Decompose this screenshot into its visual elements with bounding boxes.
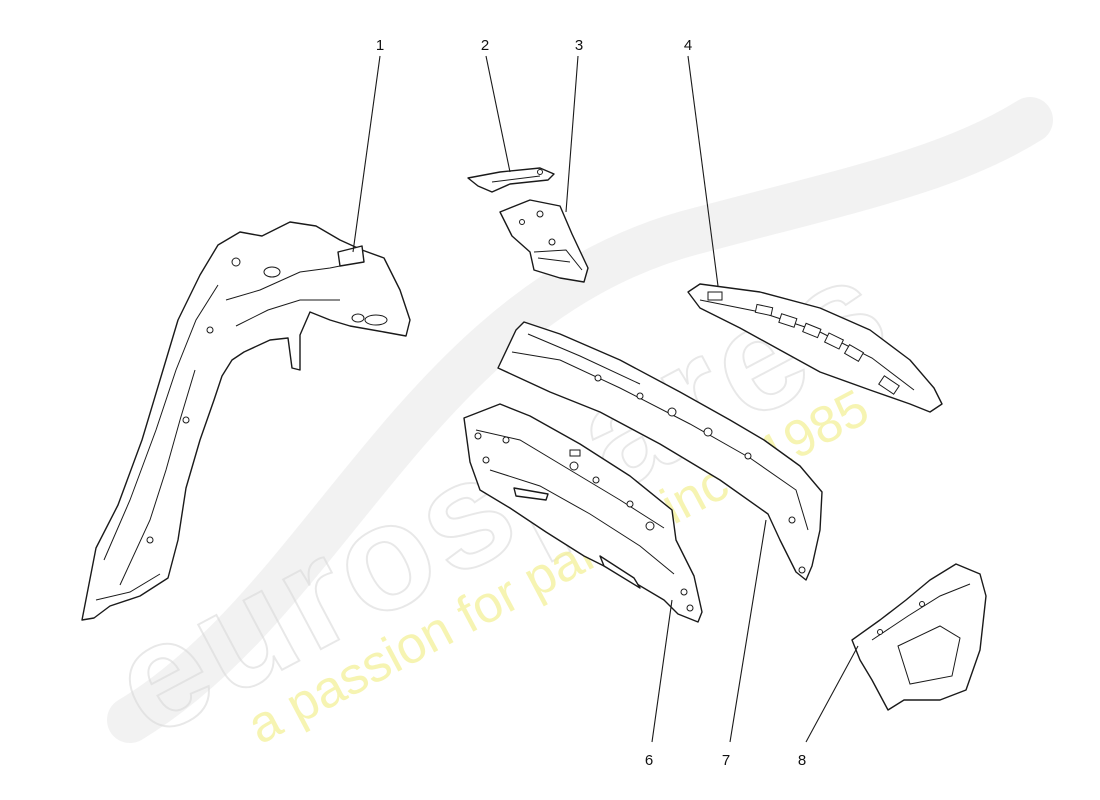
- callout-2: 2: [481, 37, 489, 54]
- part-7-rear-panel[interactable]: [497, 321, 823, 581]
- callout-3: 3: [575, 37, 583, 54]
- part-3-gusset-panel[interactable]: [499, 199, 589, 283]
- leader-1: [352, 55, 381, 253]
- part-8-corner-bracket[interactable]: [851, 563, 987, 711]
- callout-8: 8: [798, 752, 806, 769]
- part-1-rear-wheelhouse[interactable]: [81, 221, 411, 621]
- leader-lines: [352, 55, 859, 743]
- leader-6: [651, 599, 673, 743]
- callout-4: 4: [684, 37, 692, 54]
- callout-7: 7: [722, 752, 730, 769]
- part-2-bracket[interactable]: [467, 167, 555, 193]
- part-4-rear-cross-member[interactable]: [687, 283, 943, 413]
- callout-1: 1: [376, 37, 384, 54]
- leader-8: [805, 645, 859, 743]
- leader-3: [565, 55, 579, 213]
- part-6-rear-floor-panel[interactable]: [463, 403, 703, 623]
- leader-7: [729, 519, 767, 743]
- leader-2: [485, 55, 511, 173]
- leader-4: [687, 55, 719, 287]
- callout-labels: 1 2 3 4 6 7 8: [376, 37, 806, 769]
- callout-6: 6: [645, 752, 653, 769]
